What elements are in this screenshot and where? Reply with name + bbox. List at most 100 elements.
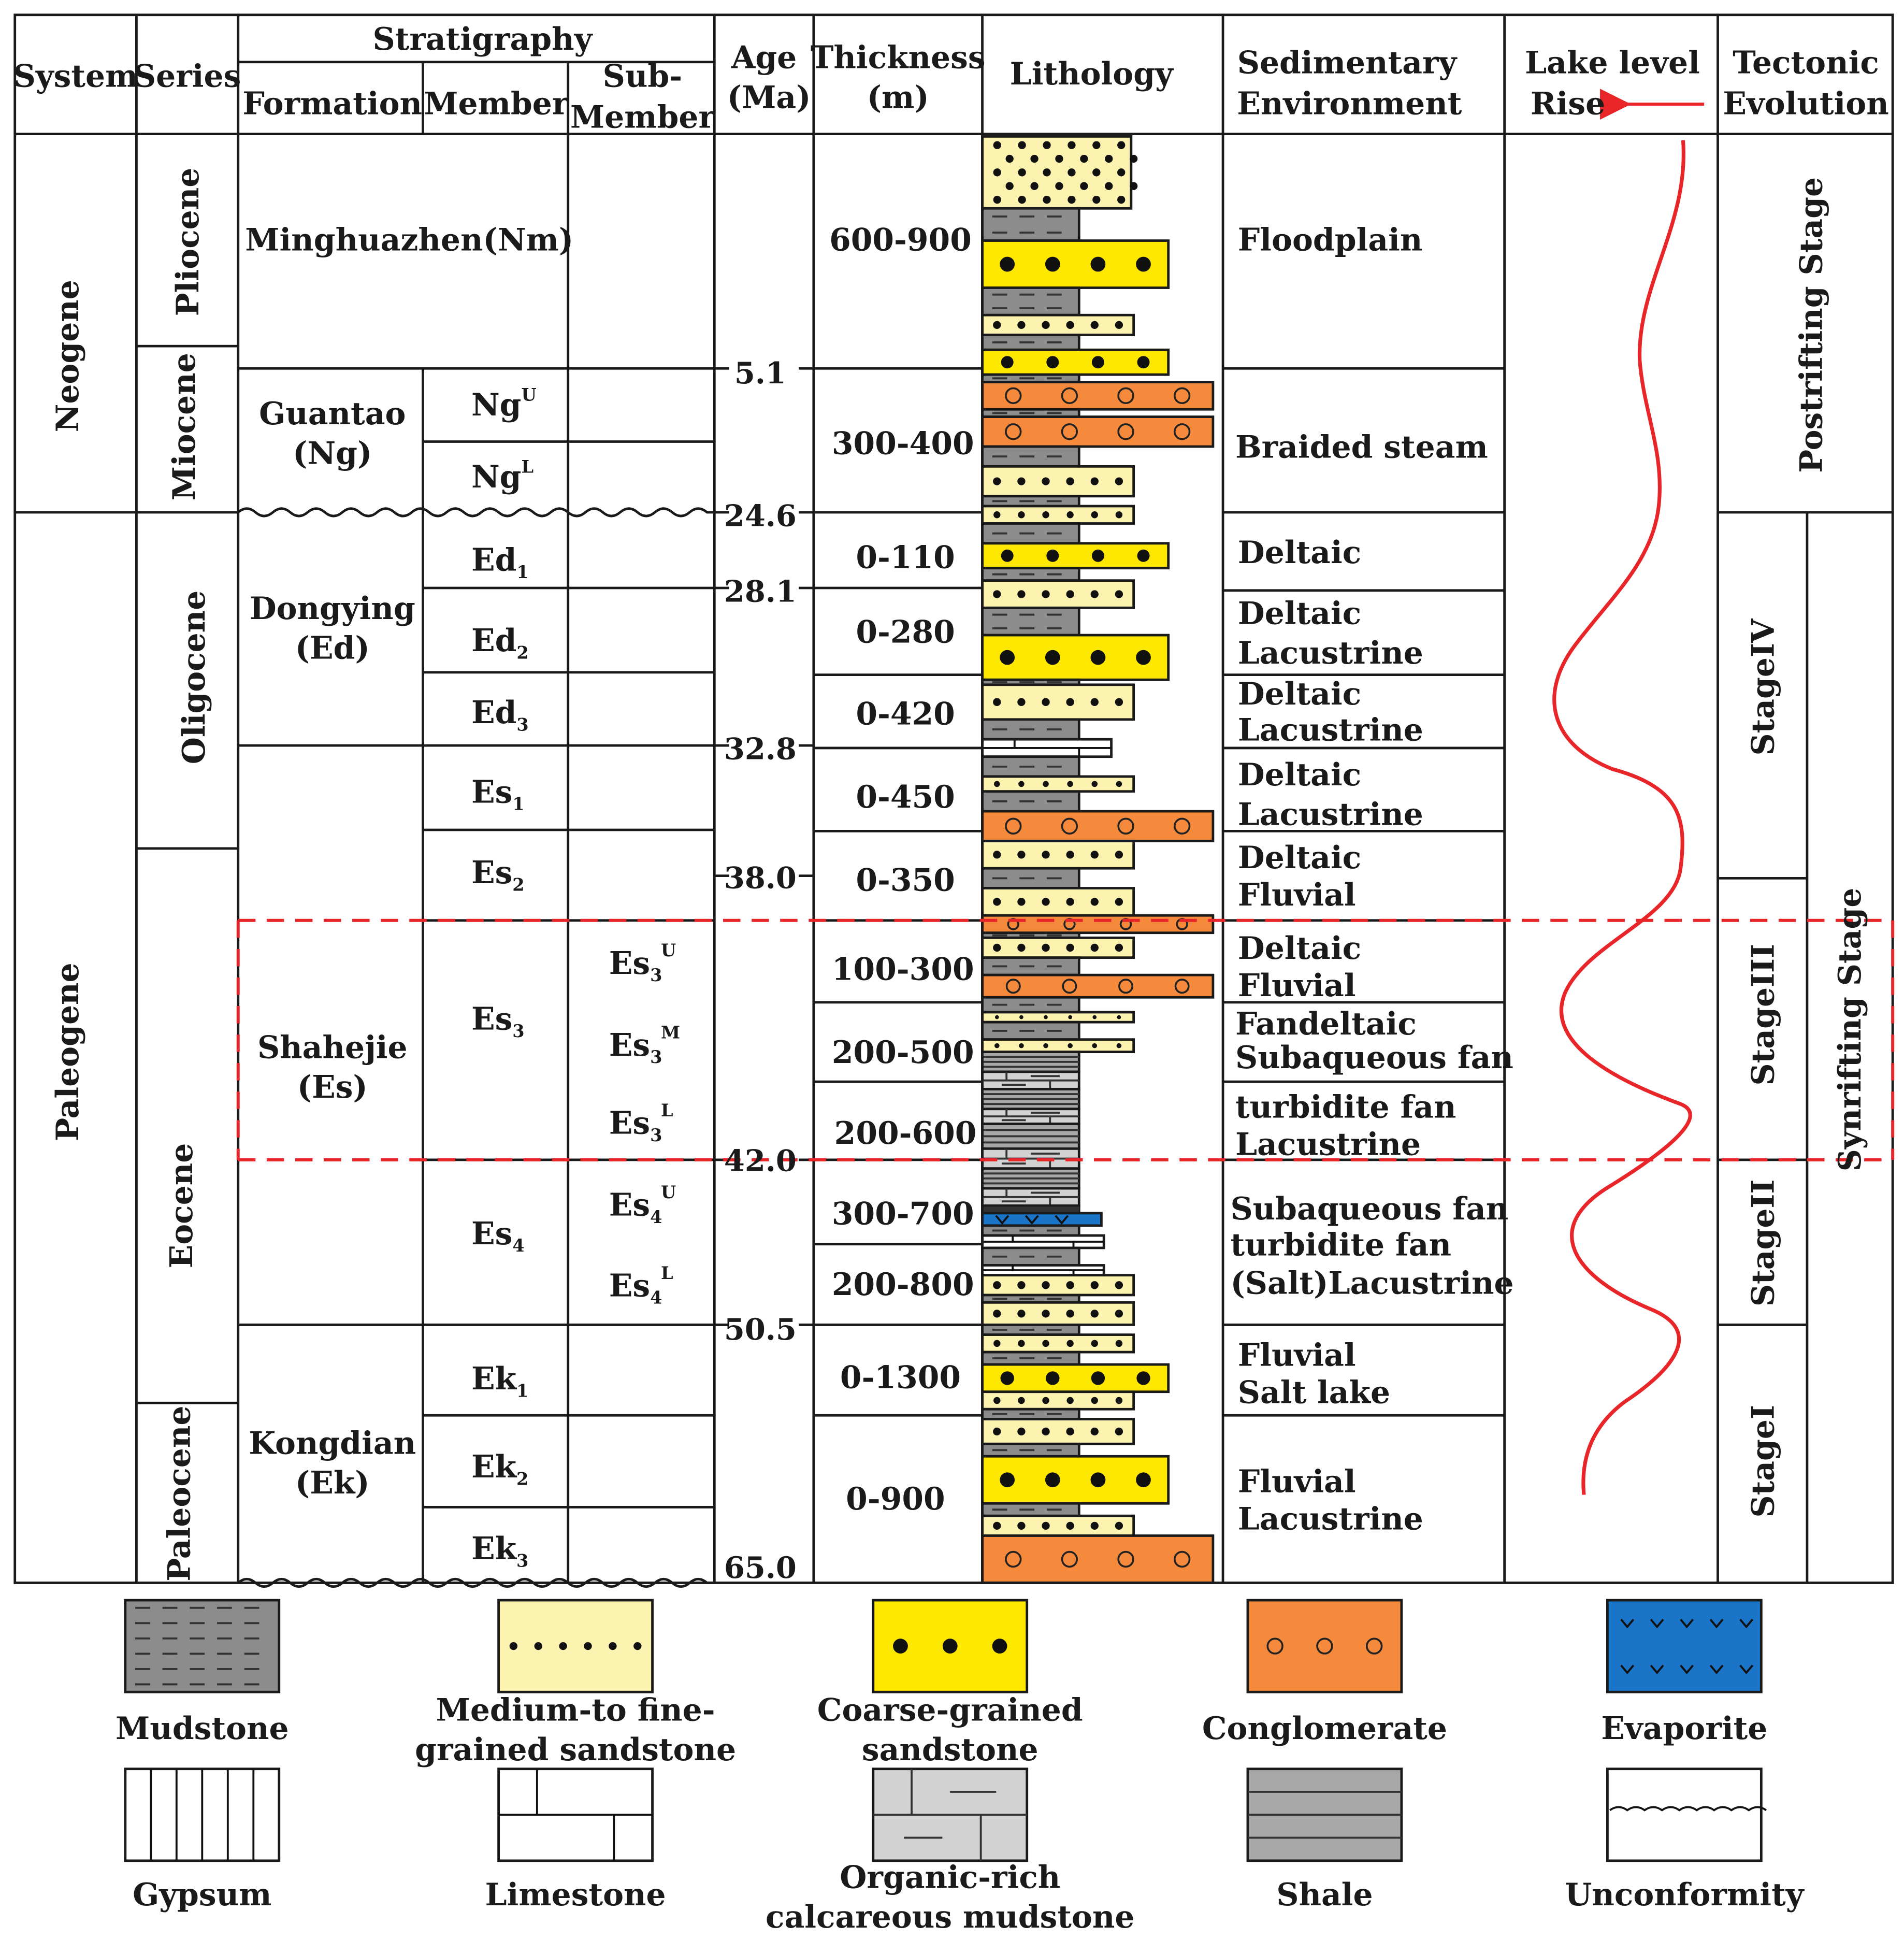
legend-label: Gypsum bbox=[133, 1877, 271, 1913]
age-label: 28.1 bbox=[724, 573, 797, 609]
environment-label: Lacustrine bbox=[1238, 796, 1423, 832]
lithology-layer-sandstone bbox=[981, 1418, 1135, 1445]
age-label: 38.0 bbox=[724, 860, 797, 896]
lithology-layer-coarse bbox=[981, 1455, 1170, 1505]
thickness-label: 0-1300 bbox=[840, 1360, 961, 1396]
legend-label: Shale bbox=[1276, 1877, 1373, 1913]
lithology-layer-limestone bbox=[981, 1264, 1105, 1277]
environment-label: Fluvial bbox=[1238, 877, 1356, 913]
shahejie-highlight-box bbox=[236, 918, 1895, 1161]
environment-label: Salt lake bbox=[1238, 1374, 1390, 1411]
header-stratigraphy: Stratigraphy bbox=[373, 21, 594, 58]
lithology-layer-mudstone bbox=[981, 956, 1080, 976]
lithology-layer-mudstone bbox=[981, 567, 1080, 582]
lithology-layer-conglomerate bbox=[981, 415, 1215, 448]
legend-label: Evaporite bbox=[1601, 1711, 1767, 1747]
environment-label: (Salt)Lacustrine bbox=[1230, 1266, 1513, 1302]
lithology-layer-sandstone bbox=[981, 1514, 1135, 1537]
series-eocene: Eocene bbox=[164, 1143, 200, 1269]
tectonic-stage-3: StageIII bbox=[1745, 944, 1781, 1086]
lithology-layer-organic bbox=[981, 1187, 1080, 1207]
environment-label: Fluvial bbox=[1238, 968, 1356, 1004]
environment-label: Fluvial bbox=[1238, 1464, 1356, 1500]
lithology-layer-shale bbox=[981, 1051, 1080, 1073]
thickness-label: 200-600 bbox=[834, 1115, 977, 1152]
header-age-2: (Ma) bbox=[727, 79, 811, 116]
lithology-layer-mudstone bbox=[981, 755, 1080, 778]
lithology-layer-sandstone bbox=[981, 887, 1135, 917]
lithology-layer-mudstone bbox=[981, 606, 1080, 637]
member-label: Ed2 bbox=[471, 623, 529, 663]
series-pliocene: Pliocene bbox=[170, 168, 206, 317]
tectonic-stage-1: StageI bbox=[1745, 1405, 1781, 1518]
header-environment-1: Sedimentary bbox=[1237, 45, 1458, 81]
legend-label: Conglomerate bbox=[1202, 1711, 1447, 1747]
formation-kongdian-1: Kongdian bbox=[249, 1425, 416, 1461]
environment-label: Deltaic bbox=[1238, 930, 1361, 967]
lithology-layer-sandstone bbox=[981, 936, 1135, 959]
lithology-layer-sandstone bbox=[981, 1011, 1135, 1024]
formation-guantao-1: Guantao bbox=[259, 396, 406, 432]
environment-label: Fluvial bbox=[1238, 1337, 1356, 1373]
thickness-label: 200-800 bbox=[832, 1267, 974, 1303]
lithology-layer-mudstone bbox=[981, 207, 1080, 242]
sub-member-label: Es3U bbox=[609, 940, 676, 985]
legend-label: grained sandstone bbox=[415, 1732, 736, 1768]
legend-label: sandstone bbox=[862, 1732, 1038, 1768]
member-label: Es2 bbox=[471, 855, 525, 895]
legend-label: Mudstone bbox=[116, 1711, 289, 1747]
lithology-layer-mudstone bbox=[981, 718, 1080, 741]
legend-item-mudstone: Mudstone bbox=[116, 1599, 289, 1747]
lithology-layer-sandstone bbox=[981, 465, 1135, 498]
lithology-layer-conglomerate bbox=[981, 914, 1215, 935]
legend-label: calcareous mudstone bbox=[766, 1899, 1134, 1935]
environment-label: turbidite fan bbox=[1230, 1227, 1451, 1263]
lithology-layer-mudstone bbox=[981, 1502, 1080, 1517]
thickness-label: 0-110 bbox=[856, 540, 955, 576]
thickness-label: 100-300 bbox=[832, 952, 974, 988]
sub-member-label: Es4U bbox=[609, 1182, 676, 1227]
series-labels: Pliocene Miocene Oligocene Eocene Paleoc… bbox=[161, 168, 212, 1582]
legend-label: Limestone bbox=[485, 1877, 666, 1913]
age-label: 65.0 bbox=[724, 1550, 797, 1585]
lithology-layer-sandstone bbox=[981, 1301, 1135, 1326]
lithology-layer-sandstone bbox=[981, 840, 1135, 870]
lithology-layer-mudstone bbox=[981, 1021, 1080, 1041]
legend-item-limestone: Limestone bbox=[485, 1767, 666, 1913]
tectonic-stage-4: StageIV bbox=[1745, 618, 1781, 756]
lithology-layer-sandstone bbox=[981, 775, 1135, 793]
thickness-labels: 600-900 300-400 0-110 0-280 0-420 0-450 … bbox=[829, 222, 976, 1518]
lithology-layer-coarse bbox=[981, 348, 1170, 376]
lithology-layer-mudstone bbox=[981, 445, 1080, 468]
lithology-layer-conglomerate bbox=[981, 1534, 1215, 1584]
header-tectonic-1: Tectonic bbox=[1733, 45, 1879, 81]
series-paleocene: Paleocene bbox=[161, 1406, 197, 1582]
thickness-label: 0-280 bbox=[856, 614, 955, 650]
lithology-layer-sandstone bbox=[981, 1390, 1135, 1411]
environment-label: Floodplain bbox=[1238, 222, 1423, 258]
lithology-layer-coarse bbox=[981, 634, 1170, 681]
sub-member-label: Es3L bbox=[609, 1100, 673, 1145]
system-labels: Neogene Paleogene bbox=[50, 280, 86, 1141]
thickness-label: 0-420 bbox=[856, 696, 955, 732]
header-row: System Series Stratigraphy Formation Mem… bbox=[13, 21, 1889, 136]
member-label: NgU bbox=[471, 384, 537, 423]
header-thickness-1: Thickness bbox=[811, 40, 986, 76]
legend-item-shale: Shale bbox=[1246, 1767, 1403, 1913]
lithology-layer-sandstone bbox=[981, 135, 1138, 210]
lithology-layer-sandstone bbox=[981, 683, 1135, 721]
header-sub-member-1: Sub- bbox=[603, 59, 682, 95]
lithology-layer-mudstone bbox=[981, 867, 1080, 889]
member-label: Es3 bbox=[471, 1001, 525, 1041]
member-label: Ek2 bbox=[471, 1449, 528, 1489]
environment-label: Deltaic bbox=[1238, 595, 1361, 631]
legend-item-gypsum: Gypsum bbox=[124, 1767, 281, 1913]
header-series: Series bbox=[134, 59, 241, 95]
